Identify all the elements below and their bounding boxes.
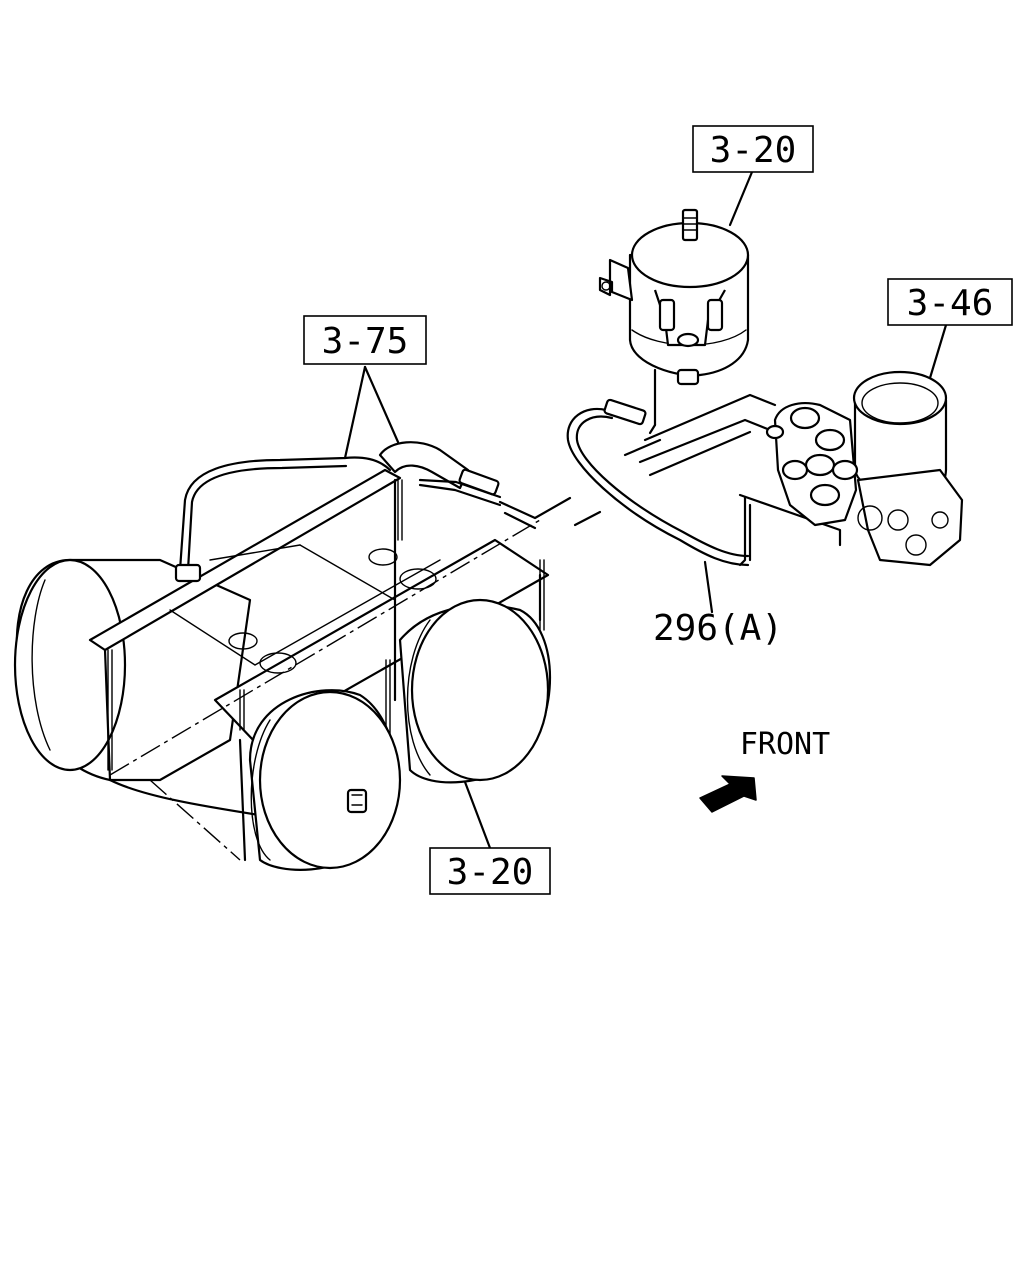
label-dryer-text: 3-46 bbox=[907, 283, 994, 324]
leader-lines bbox=[343, 170, 948, 850]
arrow-up-right-icon bbox=[699, 775, 757, 813]
pipe-296a bbox=[566, 407, 750, 567]
label-pipe-text: 296(A) bbox=[653, 608, 783, 649]
centre-line bbox=[109, 519, 541, 776]
front-air-tank-right bbox=[398, 598, 552, 784]
label-tank-bottom-text: 3-20 bbox=[447, 852, 534, 893]
small-air-tank-top bbox=[598, 208, 750, 386]
front-label: FRONT bbox=[740, 727, 830, 762]
front-air-tank-left bbox=[248, 689, 402, 871]
air-tank-assembly bbox=[13, 441, 552, 871]
label-hose: 3-75 bbox=[303, 315, 427, 365]
label-tank-bottom: 3-20 bbox=[429, 847, 551, 895]
front-indicator: FRONT bbox=[699, 727, 830, 813]
label-tank-top-text: 3-20 bbox=[710, 130, 797, 171]
tank-mount-frame bbox=[88, 468, 550, 862]
label-hose-text: 3-75 bbox=[322, 321, 409, 362]
drain-valve-icon bbox=[346, 788, 368, 814]
label-tank-top: 3-20 bbox=[692, 125, 814, 173]
label-pipe: 296(A) bbox=[653, 608, 783, 649]
rear-air-tank bbox=[13, 558, 252, 782]
air-dryer-unit bbox=[765, 370, 964, 567]
label-dryer: 3-46 bbox=[887, 278, 1013, 326]
pipe-lines bbox=[498, 368, 842, 567]
hose-assembly bbox=[174, 441, 502, 583]
